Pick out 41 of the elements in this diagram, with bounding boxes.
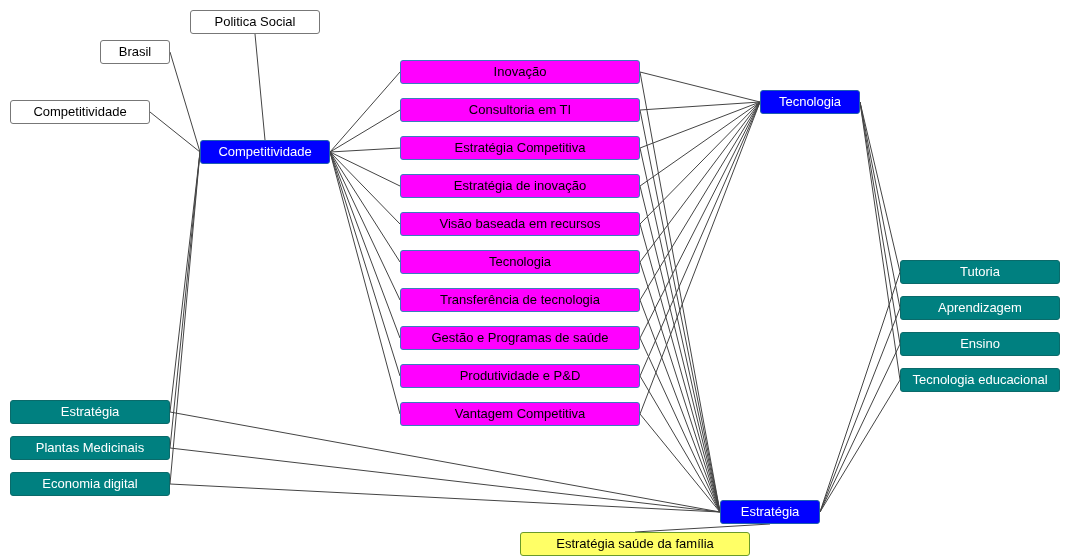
connector-line	[639, 101, 761, 187]
keyword-box: Vantagem Competitiva	[400, 402, 640, 426]
connector-line	[329, 109, 401, 153]
keyword-box: Plantas Medicinais	[10, 436, 170, 460]
keyword-box: Inovação	[400, 60, 640, 84]
connector-line	[329, 151, 401, 263]
keyword-box: Produtividade e P&D	[400, 364, 640, 388]
keyword-box: Tecnologia	[400, 250, 640, 274]
connector-line	[639, 101, 761, 149]
keyword-box: Estratégia	[720, 500, 820, 524]
connector-line	[819, 379, 901, 513]
connector-line	[329, 71, 401, 153]
keyword-box: Brasil	[100, 40, 170, 64]
keyword-box: Tecnologia educacional	[900, 368, 1060, 392]
keyword-box: Estratégia Competitiva	[400, 136, 640, 160]
keyword-box: Consultoria em TI	[400, 98, 640, 122]
connector-line	[639, 413, 721, 513]
keyword-box: Visão baseada em recursos	[400, 212, 640, 236]
connector-line	[169, 483, 721, 513]
keyword-box: Competitividade	[10, 100, 150, 124]
connector-line	[149, 111, 201, 153]
keyword-box: Competitividade	[200, 140, 330, 164]
keyword-box: Estratégia saúde da família	[520, 532, 750, 556]
connector-line	[329, 151, 401, 187]
connector-line	[329, 147, 401, 153]
connector-line	[169, 51, 201, 153]
connector-line	[639, 101, 761, 111]
keyword-box: Tutoria	[900, 260, 1060, 284]
connector-line	[819, 343, 901, 513]
keyword-box: Politica Social	[190, 10, 320, 34]
keyword-box: Economia digital	[10, 472, 170, 496]
keyword-box: Estratégia	[10, 400, 170, 424]
keyword-box: Tecnologia	[760, 90, 860, 114]
connector-line	[254, 33, 266, 141]
keyword-box: Gestão e Programas de saúde	[400, 326, 640, 350]
keyword-box: Estratégia de inovação	[400, 174, 640, 198]
keyword-box: Ensino	[900, 332, 1060, 356]
keyword-box: Transferência de tecnologia	[400, 288, 640, 312]
connector-line	[639, 71, 761, 103]
keyword-box: Aprendizagem	[900, 296, 1060, 320]
connector-line	[329, 151, 401, 225]
